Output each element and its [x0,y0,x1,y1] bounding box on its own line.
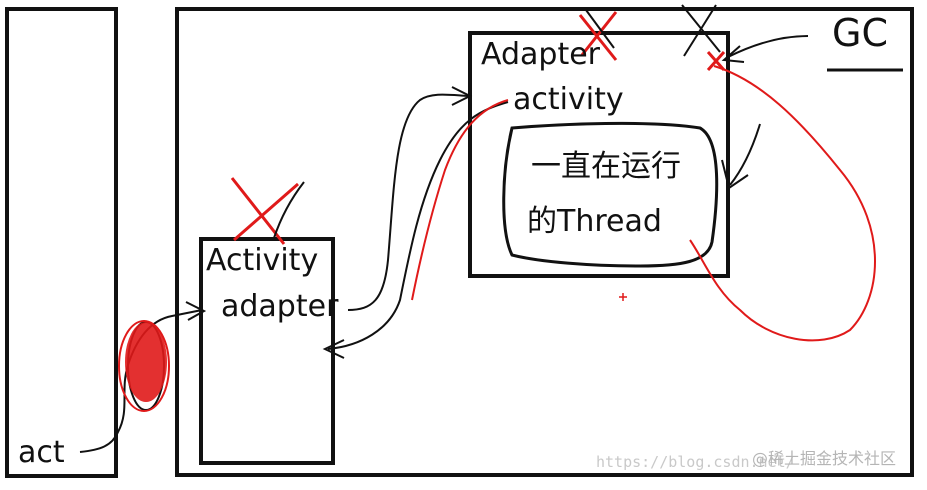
red-plus [619,293,627,301]
adapter-to-adapterbox-arrow [347,93,469,311]
gc-label: GC [832,11,888,55]
activity-box [199,237,335,465]
activity-back-arrow [327,101,509,350]
thread-line-2: 的Thread [527,204,662,239]
black-x-top [681,4,721,57]
activity-label: Activity [206,243,319,278]
act-box [5,7,118,478]
watermark-community: @稀土掘金技术社区 [752,449,897,468]
act-arrowhead [185,301,207,321]
adapter-label: adapter [221,289,339,324]
gc-red-mark [706,51,726,71]
act-label: act [18,435,65,470]
activity-back-head [322,339,345,359]
red-x-activity [230,177,299,245]
thread-arrowhead [721,159,749,190]
activity-field-label: activity [513,82,624,117]
gc-arrowhead [721,45,745,63]
thread-line-1: 一直在运行 [531,149,681,184]
adapter-box-title: Adapter [481,37,601,72]
red-reference-line [411,99,509,301]
black-x-activity [273,181,305,239]
watermark-url: https://blog.csdn.net/ [596,453,795,471]
red-x-adapter [578,11,618,61]
black-x-adapter [585,9,615,49]
outer-box [175,7,914,477]
gc-red-loop [689,65,876,342]
red-scribble-edge [118,320,170,412]
adapter-to-adapterbox-head [451,86,473,106]
gc-arrow [727,35,809,58]
thread-arrow [729,123,761,186]
thread-bubble [502,121,719,268]
red-scribble [125,322,167,402]
